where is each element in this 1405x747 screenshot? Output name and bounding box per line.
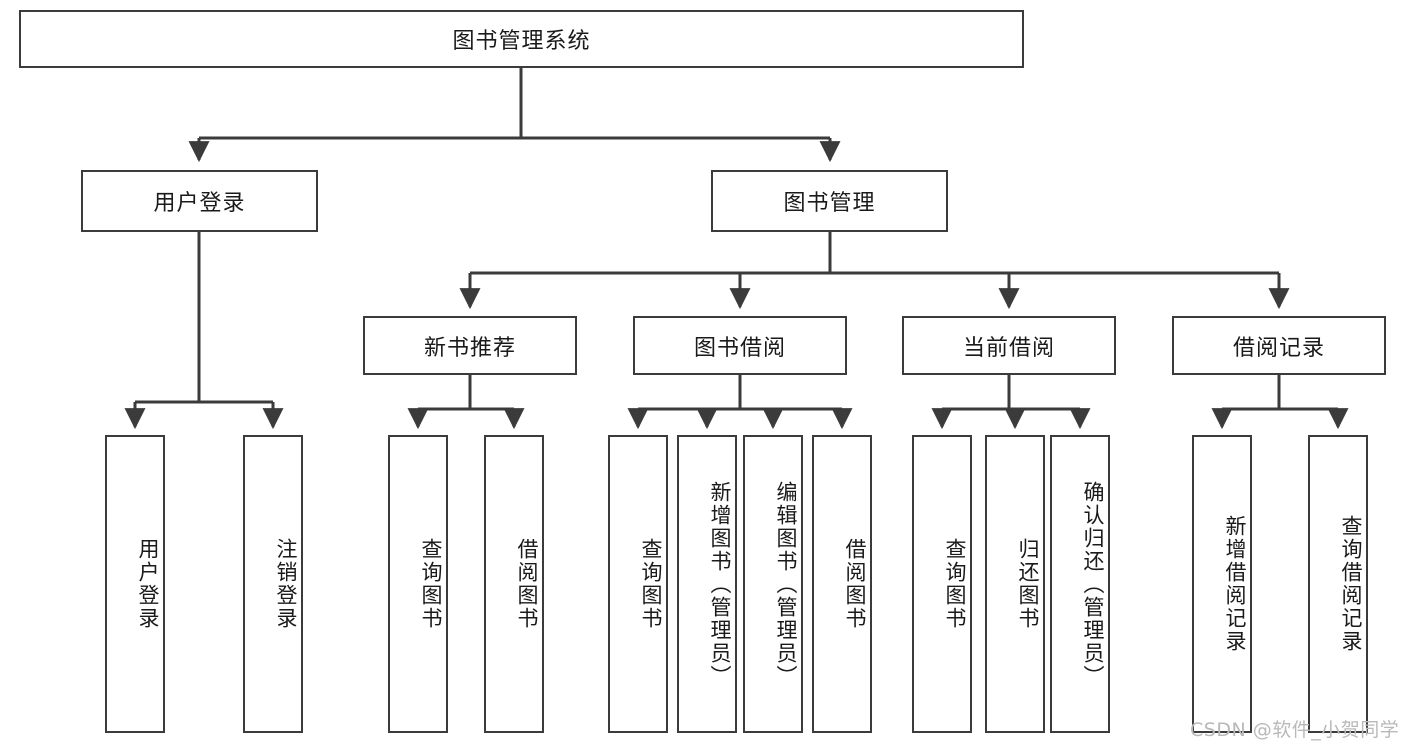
node-leaf-borrow-book-bor-label: 借阅图书: [843, 538, 867, 630]
node-leaf-query-book-cur-label: 查询图书: [943, 538, 967, 630]
node-book-borrow[interactable]: 图书借阅: [633, 316, 847, 375]
node-borrow-record[interactable]: 借阅记录: [1172, 316, 1386, 375]
node-book-borrow-label: 图书借阅: [693, 335, 786, 361]
node-root[interactable]: 图书管理系统: [19, 10, 1024, 68]
node-leaf-confirm-return-admin-label: 确认归还（管理员）: [1081, 480, 1105, 688]
node-user-login-label: 用户登录: [153, 191, 246, 216]
node-borrow-record-label: 借阅记录: [1232, 335, 1325, 361]
node-leaf-borrow-book-bor[interactable]: 借阅图书: [812, 435, 872, 733]
node-leaf-add-book-admin-label: 新增图书（管理员）: [708, 480, 732, 688]
node-leaf-borrow-book-rec-label: 借阅图书: [515, 538, 539, 630]
node-leaf-add-borrow-record[interactable]: 新增借阅记录: [1192, 435, 1252, 733]
node-leaf-query-book-cur[interactable]: 查询图书: [912, 435, 972, 733]
node-leaf-user-logout[interactable]: 注销登录: [243, 435, 303, 733]
node-leaf-confirm-return-admin[interactable]: 确认归还（管理员）: [1050, 435, 1110, 733]
csdn-watermark: CSDN @软件_小贺同学: [1190, 719, 1400, 741]
node-leaf-borrow-book-rec[interactable]: 借阅图书: [484, 435, 544, 733]
node-root-label: 图书管理系统: [452, 29, 591, 54]
node-leaf-query-borrow-record-label: 查询借阅记录: [1339, 515, 1363, 653]
node-book-manage-label: 图书管理: [783, 191, 876, 216]
node-leaf-user-login[interactable]: 用户登录: [105, 435, 165, 733]
node-leaf-add-book-admin[interactable]: 新增图书（管理员）: [677, 435, 737, 733]
node-leaf-user-login-label: 用户登录: [136, 538, 160, 630]
node-current-borrow-label: 当前借阅: [962, 335, 1055, 361]
node-user-login[interactable]: 用户登录: [81, 170, 318, 232]
node-leaf-query-book-rec-label: 查询图书: [419, 538, 443, 630]
node-leaf-edit-book-admin-label: 编辑图书（管理员）: [774, 480, 798, 688]
node-current-borrow[interactable]: 当前借阅: [902, 316, 1116, 375]
node-leaf-add-borrow-record-label: 新增借阅记录: [1223, 515, 1247, 653]
node-leaf-return-book[interactable]: 归还图书: [985, 435, 1045, 733]
node-book-manage[interactable]: 图书管理: [711, 170, 948, 232]
node-leaf-query-book-bor[interactable]: 查询图书: [608, 435, 668, 733]
node-leaf-query-book-rec[interactable]: 查询图书: [388, 435, 448, 733]
node-new-book-recommend[interactable]: 新书推荐: [363, 316, 577, 375]
node-leaf-edit-book-admin[interactable]: 编辑图书（管理员）: [743, 435, 803, 733]
node-leaf-user-logout-label: 注销登录: [274, 538, 298, 630]
node-new-book-recommend-label: 新书推荐: [423, 335, 516, 361]
node-leaf-query-book-bor-label: 查询图书: [639, 538, 663, 630]
node-leaf-query-borrow-record[interactable]: 查询借阅记录: [1308, 435, 1368, 733]
node-leaf-return-book-label: 归还图书: [1016, 538, 1040, 630]
